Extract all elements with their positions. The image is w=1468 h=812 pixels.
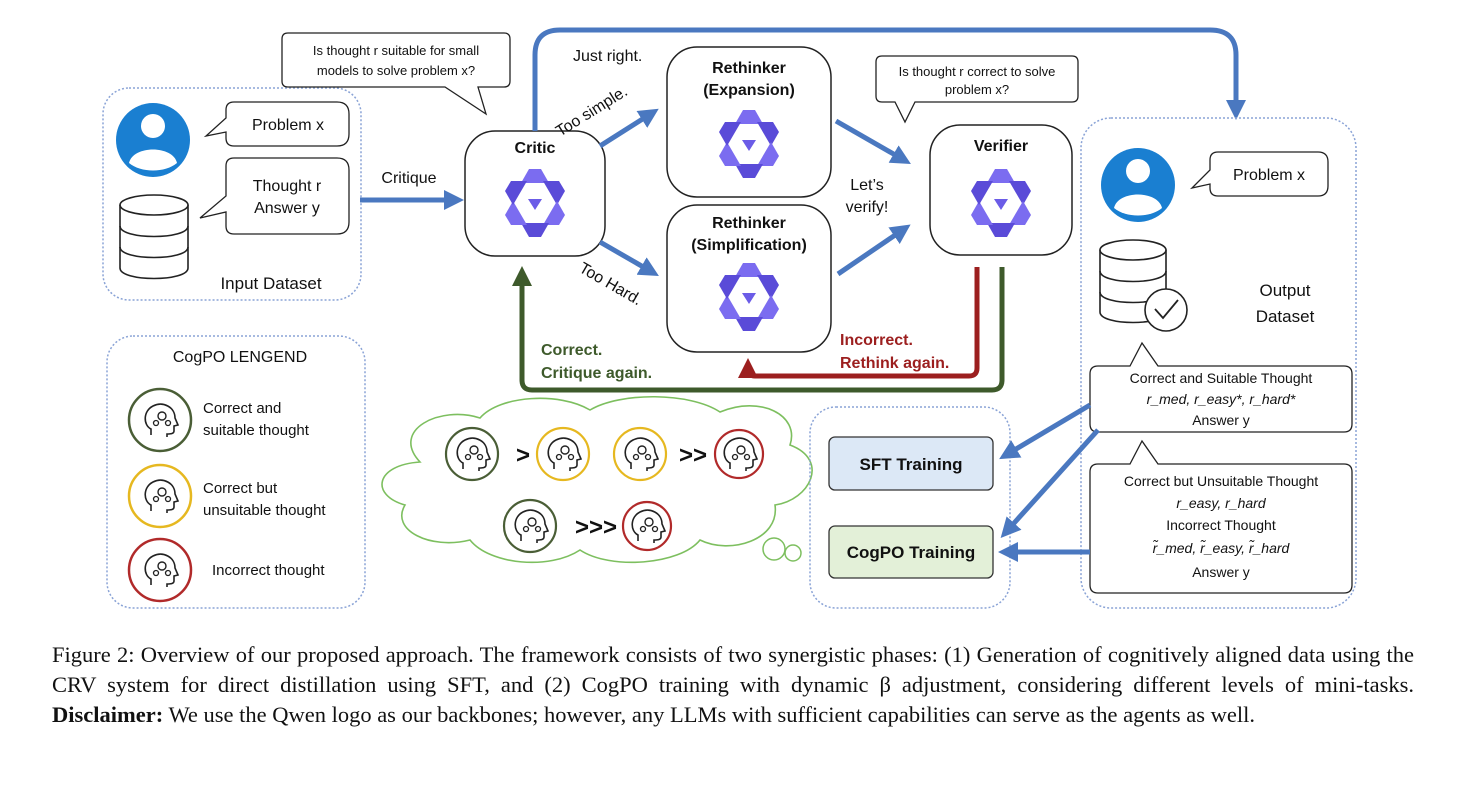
rethinker-simplification-line-1: Rethinker bbox=[712, 215, 786, 232]
critic-agent: Critic bbox=[464, 130, 606, 257]
legend-item-3-line-1: Incorrect thought bbox=[212, 562, 325, 579]
sft-training-label: SFT Training bbox=[860, 455, 963, 474]
training-panel bbox=[809, 406, 1011, 609]
incorrect-rethink-again-arrow bbox=[738, 267, 980, 379]
simplification-to-verifier-arrow bbox=[836, 224, 911, 277]
output-problem-text: Problem x bbox=[1233, 167, 1305, 184]
rethinker-simplification-line-2: (Simplification) bbox=[691, 237, 807, 254]
critic-label: Critic bbox=[515, 140, 556, 157]
thought-line: Thought r bbox=[253, 178, 322, 195]
legend-item-incorrect: Incorrect thought bbox=[127, 537, 325, 603]
just-right-arrow bbox=[532, 27, 1246, 131]
legend-title: CogPO LENGEND bbox=[173, 349, 307, 366]
rethinker-expansion-line-2: (Expansion) bbox=[703, 82, 795, 99]
rethinker-simplification-agent: Rethinker (Simplification) bbox=[666, 204, 832, 353]
cloud-op-greatest: >>> bbox=[575, 514, 617, 541]
cogpo-training-box: CogPO Training bbox=[828, 525, 994, 579]
just-right-label: Just right. bbox=[573, 48, 642, 65]
suitable-thoughts: r_med, r_easy*, r_hard* bbox=[1147, 391, 1296, 407]
unsuitable-answer: Answer y bbox=[1192, 564, 1250, 580]
caption-text: Figure 2: Overview of our proposed appro… bbox=[52, 642, 1414, 697]
verifier-label: Verifier bbox=[974, 138, 1028, 155]
verifier-agent: Verifier bbox=[929, 124, 1073, 256]
input-dataset-panel bbox=[102, 87, 362, 301]
problem-bubble: Problem x bbox=[203, 101, 350, 147]
answer-line: Answer y bbox=[254, 200, 320, 217]
thought-answer-bubble: Thought r Answer y bbox=[199, 157, 350, 235]
too-hard-label: Too Hard. bbox=[576, 260, 645, 309]
lets-verify-line-1: Let’s bbox=[850, 177, 884, 194]
cogpo-training-label: CogPO Training bbox=[847, 543, 975, 562]
unsuitable-thoughts: r_easy, r_hard bbox=[1176, 495, 1266, 511]
database-icon bbox=[119, 194, 189, 280]
check-circle-icon bbox=[1144, 288, 1188, 332]
critic-question-line-1: Is thought r suitable for small bbox=[313, 43, 479, 58]
correct-line-2: Critique again. bbox=[541, 365, 652, 382]
rethinker-expansion-agent: Rethinker (Expansion) bbox=[666, 46, 832, 198]
too-simple-arrow bbox=[598, 108, 659, 149]
cloud-op-much-greater: >> bbox=[679, 442, 707, 469]
critic-question-callout: Is thought r suitable for small models t… bbox=[281, 32, 511, 116]
suitable-thought-box: Correct and Suitable Thought r_med, r_ea… bbox=[1089, 341, 1353, 433]
legend-item-correct-unsuitable: Correct but unsuitable thought bbox=[127, 463, 326, 529]
output-problem-bubble: Problem x bbox=[1189, 151, 1329, 197]
critic-question-line-2: models to solve problem x? bbox=[317, 63, 475, 78]
correct-line-1: Correct. bbox=[541, 342, 602, 359]
verifier-question-line-2: problem x? bbox=[945, 82, 1009, 97]
framework-diagram: Problem x Thought r Answer y Input Datas… bbox=[102, 27, 1357, 609]
disclaimer-text: We use the Qwen logo as our backbones; h… bbox=[168, 702, 1255, 727]
output-user-icon bbox=[1101, 148, 1175, 222]
sft-training-box: SFT Training bbox=[828, 436, 994, 491]
legend-item-2-line-1: Correct but bbox=[203, 480, 278, 497]
suitable-to-cogpo-arrow bbox=[1000, 428, 1100, 538]
cloud-op-greater: > bbox=[516, 442, 530, 469]
too-hard-arrow bbox=[598, 239, 659, 276]
output-title-line-2: Dataset bbox=[1256, 307, 1315, 326]
input-problem-text: Problem x bbox=[252, 117, 324, 134]
output-dataset-panel bbox=[1080, 117, 1357, 609]
incorrect-thought-title: Incorrect Thought bbox=[1166, 517, 1276, 533]
expansion-to-verifier-arrow bbox=[834, 118, 911, 164]
legend-item-1-line-1: Correct and bbox=[203, 400, 281, 417]
user-icon bbox=[116, 103, 190, 177]
cloud-row-2: >>> bbox=[502, 498, 673, 554]
output-title-line-1: Output bbox=[1259, 281, 1310, 300]
legend-panel bbox=[106, 335, 366, 609]
disclaimer-label: Disclaimer: bbox=[52, 702, 164, 727]
legend-item-2-line-2: unsuitable thought bbox=[203, 502, 326, 519]
verifier-question-line-1: Is thought r correct to solve bbox=[899, 64, 1056, 79]
input-dataset-title: Input Dataset bbox=[220, 274, 321, 293]
legend-item-1-line-2: suitable thought bbox=[203, 422, 310, 439]
incorrect-line-2: Rethink again. bbox=[840, 355, 949, 372]
correct-critique-again-arrow bbox=[512, 266, 1005, 393]
suitable-answer: Answer y bbox=[1192, 412, 1250, 428]
rethinker-expansion-line-1: Rethinker bbox=[712, 60, 786, 77]
critique-label: Critique bbox=[381, 170, 436, 187]
unsuitable-thought-box: Correct but Unsuitable Thought r_easy, r… bbox=[1089, 439, 1353, 594]
suitable-title: Correct and Suitable Thought bbox=[1130, 370, 1313, 386]
figure-caption: Figure 2: Overview of our proposed appro… bbox=[52, 640, 1414, 730]
incorrect-thoughts: r̃_med, r̃_easy, r̃_hard bbox=[1153, 540, 1291, 556]
suitable-to-sft-arrow bbox=[999, 402, 1092, 460]
verifier-question-callout: Is thought r correct to solve problem x? bbox=[875, 55, 1079, 124]
lets-verify-line-2: verify! bbox=[846, 199, 889, 216]
cloud-row-1: > >> bbox=[444, 426, 765, 482]
legend-item-correct-suitable: Correct and suitable thought bbox=[127, 387, 310, 453]
unsuitable-title: Correct but Unsuitable Thought bbox=[1124, 473, 1318, 489]
incorrect-line-1: Incorrect. bbox=[840, 332, 913, 349]
